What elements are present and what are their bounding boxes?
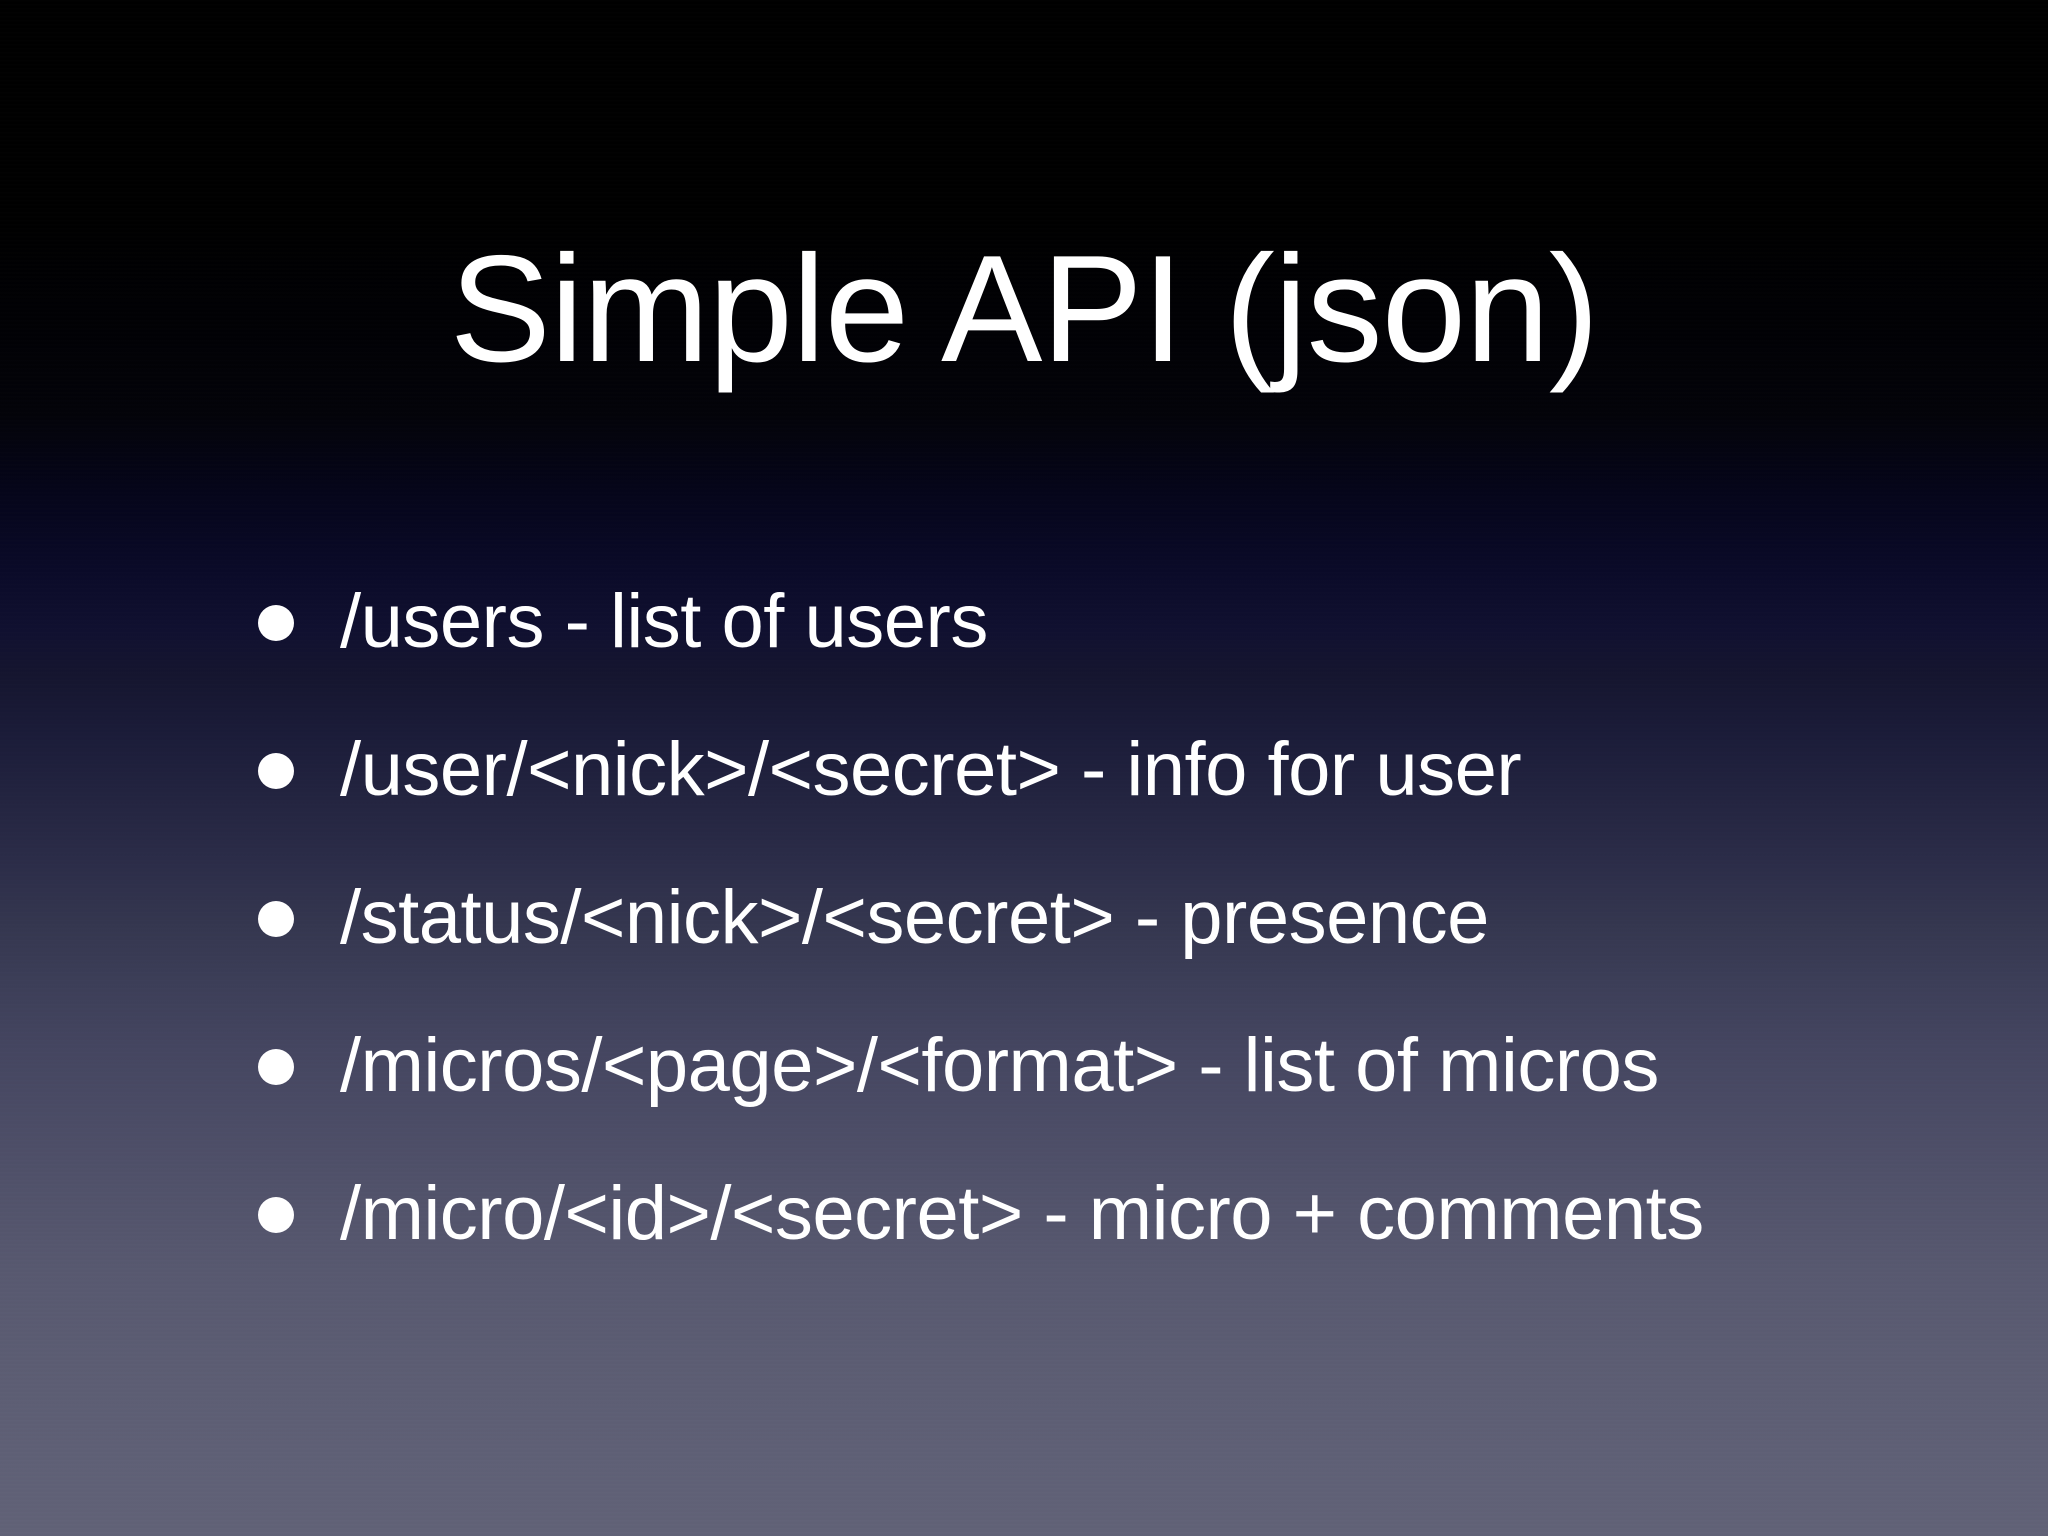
- list-item: /micros/<page>/<format> - list of micros: [258, 992, 1978, 1140]
- list-item-label: /status/<nick>/<secret> - presence: [340, 875, 1489, 961]
- list-item-label: /micro/<id>/<secret> - micro + comments: [340, 1171, 1704, 1257]
- bullet-dot-icon: [258, 753, 294, 789]
- api-endpoint-list: /users - list of users /user/<nick>/<sec…: [258, 548, 1978, 1288]
- bullet-dot-icon: [258, 605, 294, 641]
- list-item-label: /users - list of users: [340, 579, 988, 665]
- list-item: /micro/<id>/<secret> - micro + comments: [258, 1140, 1978, 1288]
- list-item: /users - list of users: [258, 548, 1978, 696]
- list-item-label: /micros/<page>/<format> - list of micros: [340, 1023, 1659, 1109]
- list-item: /user/<nick>/<secret> - info for user: [258, 696, 1978, 844]
- list-item: /status/<nick>/<secret> - presence: [258, 844, 1978, 992]
- bullet-dot-icon: [258, 1049, 294, 1085]
- bullet-dot-icon: [258, 901, 294, 937]
- slide-title: Simple API (json): [449, 223, 1600, 394]
- list-item-label: /user/<nick>/<secret> - info for user: [340, 727, 1522, 813]
- bullet-dot-icon: [258, 1197, 294, 1233]
